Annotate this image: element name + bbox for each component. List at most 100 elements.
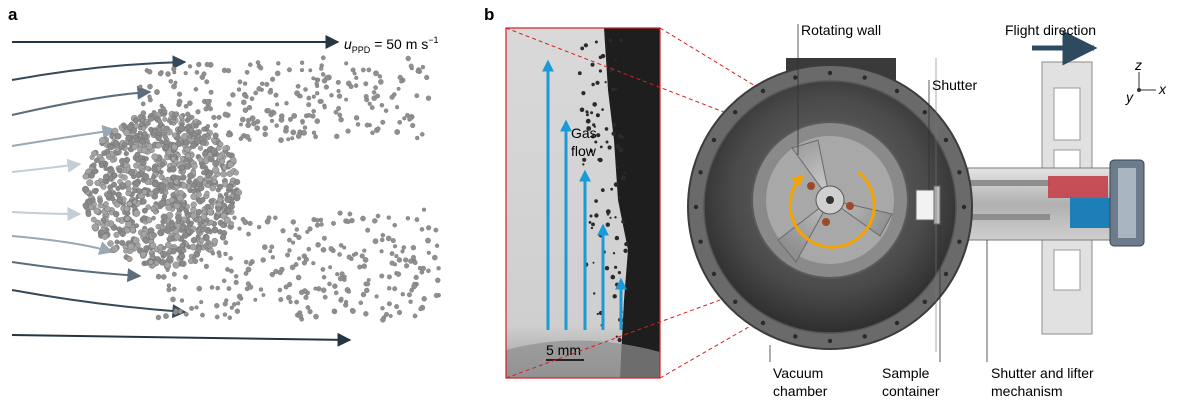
plume-particle	[313, 286, 318, 291]
inset-particle	[605, 209, 611, 215]
scale-bar-label: 5 mm	[546, 342, 581, 358]
plume-particle	[290, 136, 295, 141]
plume-particle	[344, 61, 349, 66]
plume-particle	[396, 257, 403, 263]
inset-particle	[612, 252, 616, 255]
cloud-particle	[146, 217, 153, 224]
plume-particle	[248, 62, 253, 67]
inset-particle	[623, 248, 628, 253]
plume-particle	[412, 313, 418, 319]
plume-particle	[161, 274, 167, 280]
cloud-particle	[191, 188, 197, 194]
plume-particle	[328, 265, 333, 270]
plume-particle	[420, 132, 425, 137]
cloud-particle	[132, 199, 138, 205]
flange-bolts	[693, 70, 967, 344]
cloud-particle	[126, 200, 133, 207]
cloud-particle	[112, 210, 120, 218]
plume-particle	[365, 281, 371, 287]
inset-particle	[585, 118, 591, 124]
gas-flow-label-1: Gas	[571, 125, 597, 141]
plume-particle	[243, 259, 249, 265]
plume-particle	[240, 116, 246, 123]
plume-particle	[164, 126, 170, 131]
rotating-wall-label: Rotating wall	[801, 22, 881, 38]
plume-particle	[241, 99, 247, 106]
cloud-particle	[226, 183, 233, 191]
lifter-assembly	[967, 61, 1145, 335]
plume-particle	[293, 232, 298, 238]
plume-particle	[350, 308, 356, 314]
cloud-particle	[164, 226, 172, 234]
plume-particle	[360, 215, 366, 222]
cloud-particle	[132, 205, 138, 211]
plume-particle	[397, 74, 403, 80]
plume-particle	[315, 242, 321, 248]
cloud-particle	[132, 236, 140, 244]
plume-particle	[308, 68, 313, 73]
plume-particle	[140, 117, 145, 123]
cloud-particle	[234, 178, 241, 185]
inset-particle	[612, 294, 617, 299]
coordinate-axes: z y x	[1125, 57, 1167, 105]
plume-particle	[157, 70, 164, 77]
end-flange-face	[1118, 168, 1136, 238]
plume-particle	[220, 223, 226, 228]
cloud-particle	[133, 122, 140, 129]
cloud-particle	[211, 237, 219, 245]
plume-particle	[199, 257, 204, 262]
plume-particle	[339, 271, 345, 277]
plume-particle	[399, 79, 404, 84]
plume-particle	[339, 296, 344, 302]
cloud-particle	[197, 145, 204, 151]
plume-particle	[262, 125, 268, 132]
lifter-label-2: mechanism	[991, 383, 1063, 399]
plume-particle	[192, 258, 199, 265]
plume-particle	[380, 306, 385, 311]
inset-particle	[621, 219, 625, 224]
plume-particle	[404, 263, 410, 269]
plume-particle	[265, 108, 271, 113]
plume-particle	[319, 66, 324, 71]
plume-particle	[150, 252, 155, 258]
plume-particle	[411, 283, 417, 290]
inset-particle	[599, 145, 603, 149]
plume-particle	[408, 63, 414, 69]
plume-particle	[361, 263, 367, 269]
plume-particle	[271, 110, 277, 116]
plume-particle	[323, 84, 329, 90]
plume-particle	[400, 249, 405, 254]
plume-particle	[205, 132, 210, 137]
cloud-particle	[107, 240, 114, 247]
flange-bolt	[698, 170, 703, 175]
cloud-particle	[161, 193, 168, 200]
plume-particle	[311, 94, 316, 99]
particle-cloud	[81, 55, 441, 323]
plume-particle	[176, 219, 181, 225]
plume-particle	[375, 93, 381, 99]
plume-particle	[173, 111, 180, 117]
cloud-particle	[151, 153, 159, 161]
plume-particle	[163, 218, 168, 223]
plume-particle	[239, 122, 243, 127]
plume-particle	[194, 305, 199, 310]
plume-particle	[327, 281, 332, 287]
plume-particle	[189, 114, 195, 120]
cloud-particle	[149, 242, 157, 249]
plume-particle	[161, 132, 166, 137]
plume-particle	[397, 119, 403, 125]
flange-bolt	[957, 170, 962, 175]
inset-particle	[591, 134, 595, 139]
plume-particle	[291, 240, 296, 245]
cloud-particle	[140, 251, 147, 258]
plume-particle	[247, 220, 253, 226]
plume-particle	[226, 286, 232, 291]
plume-particle	[421, 207, 427, 212]
plume-particle	[342, 274, 347, 279]
plume-particle	[288, 299, 293, 305]
plume-particle	[380, 317, 386, 323]
flange-bolt	[862, 334, 867, 339]
plume-particle	[183, 274, 188, 280]
plume-particle	[226, 131, 232, 138]
plume-particle	[353, 115, 360, 121]
